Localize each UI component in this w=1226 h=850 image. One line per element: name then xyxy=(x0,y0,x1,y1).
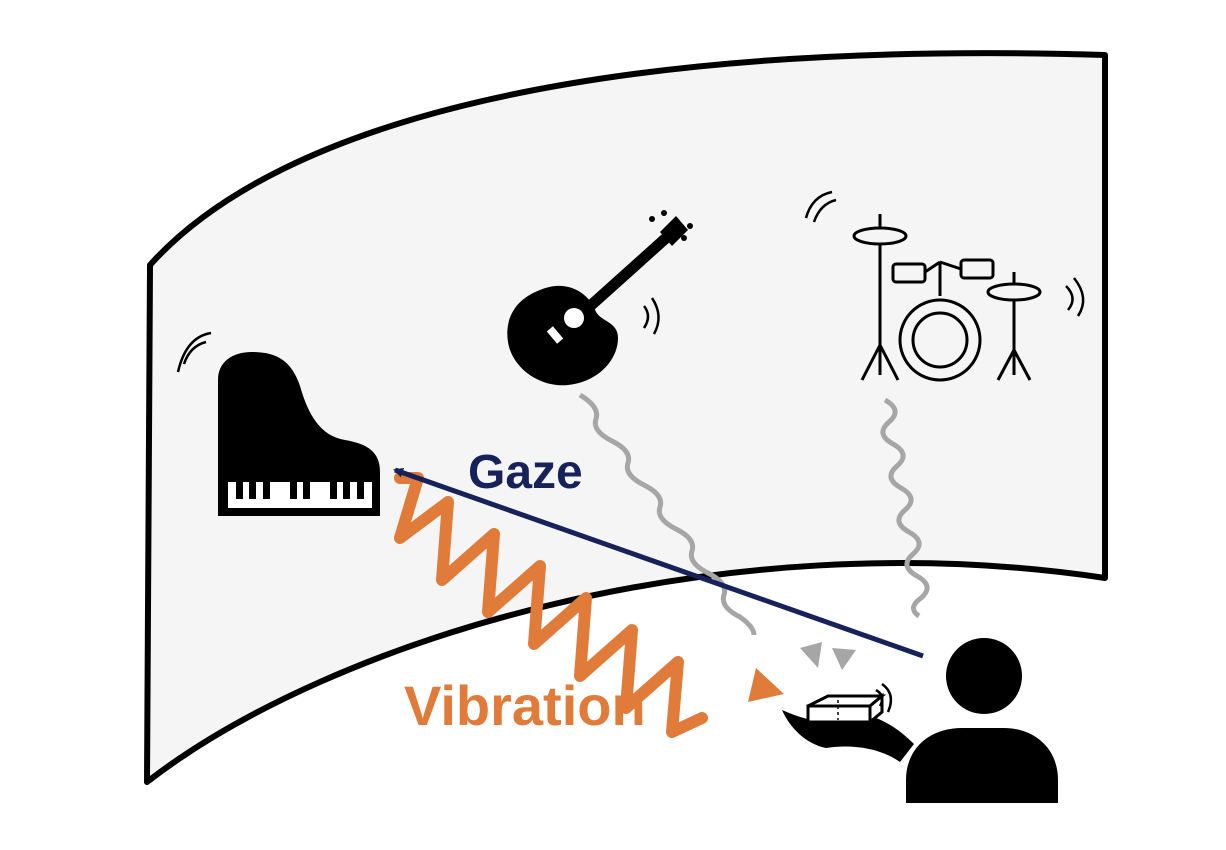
gaze-arrow xyxy=(393,467,924,659)
drum-kit-icon xyxy=(804,190,1085,382)
haptic-device-icon xyxy=(806,682,893,726)
guitar-icon xyxy=(507,210,693,386)
vibration-wave xyxy=(394,472,784,738)
curved-screen xyxy=(144,50,1108,785)
vibration-label: Vibration xyxy=(404,674,646,737)
piano-icon xyxy=(176,331,380,516)
sound-waves xyxy=(578,392,930,670)
person-icon xyxy=(906,638,1058,803)
gaze-label: Gaze xyxy=(468,446,583,499)
